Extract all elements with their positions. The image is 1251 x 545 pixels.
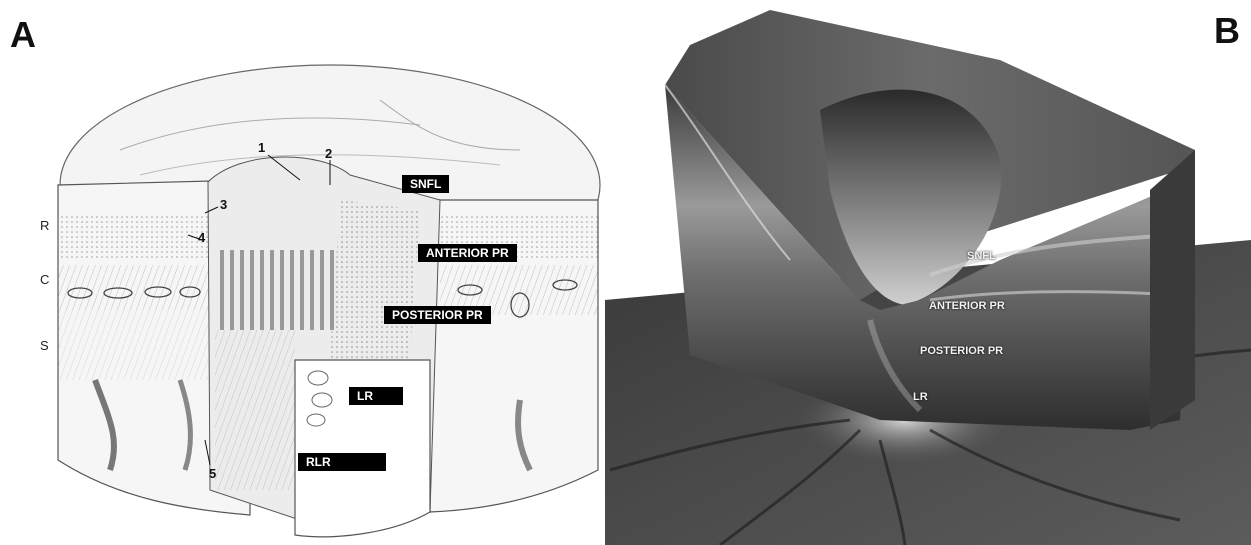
label-posterior-pr-b: POSTERIOR PR bbox=[920, 345, 1003, 357]
label-snfl-b: SNFL bbox=[967, 250, 996, 262]
label-anterior-pr-b: ANTERIOR PR bbox=[929, 300, 1005, 312]
label-lr-b: LR bbox=[913, 391, 928, 403]
